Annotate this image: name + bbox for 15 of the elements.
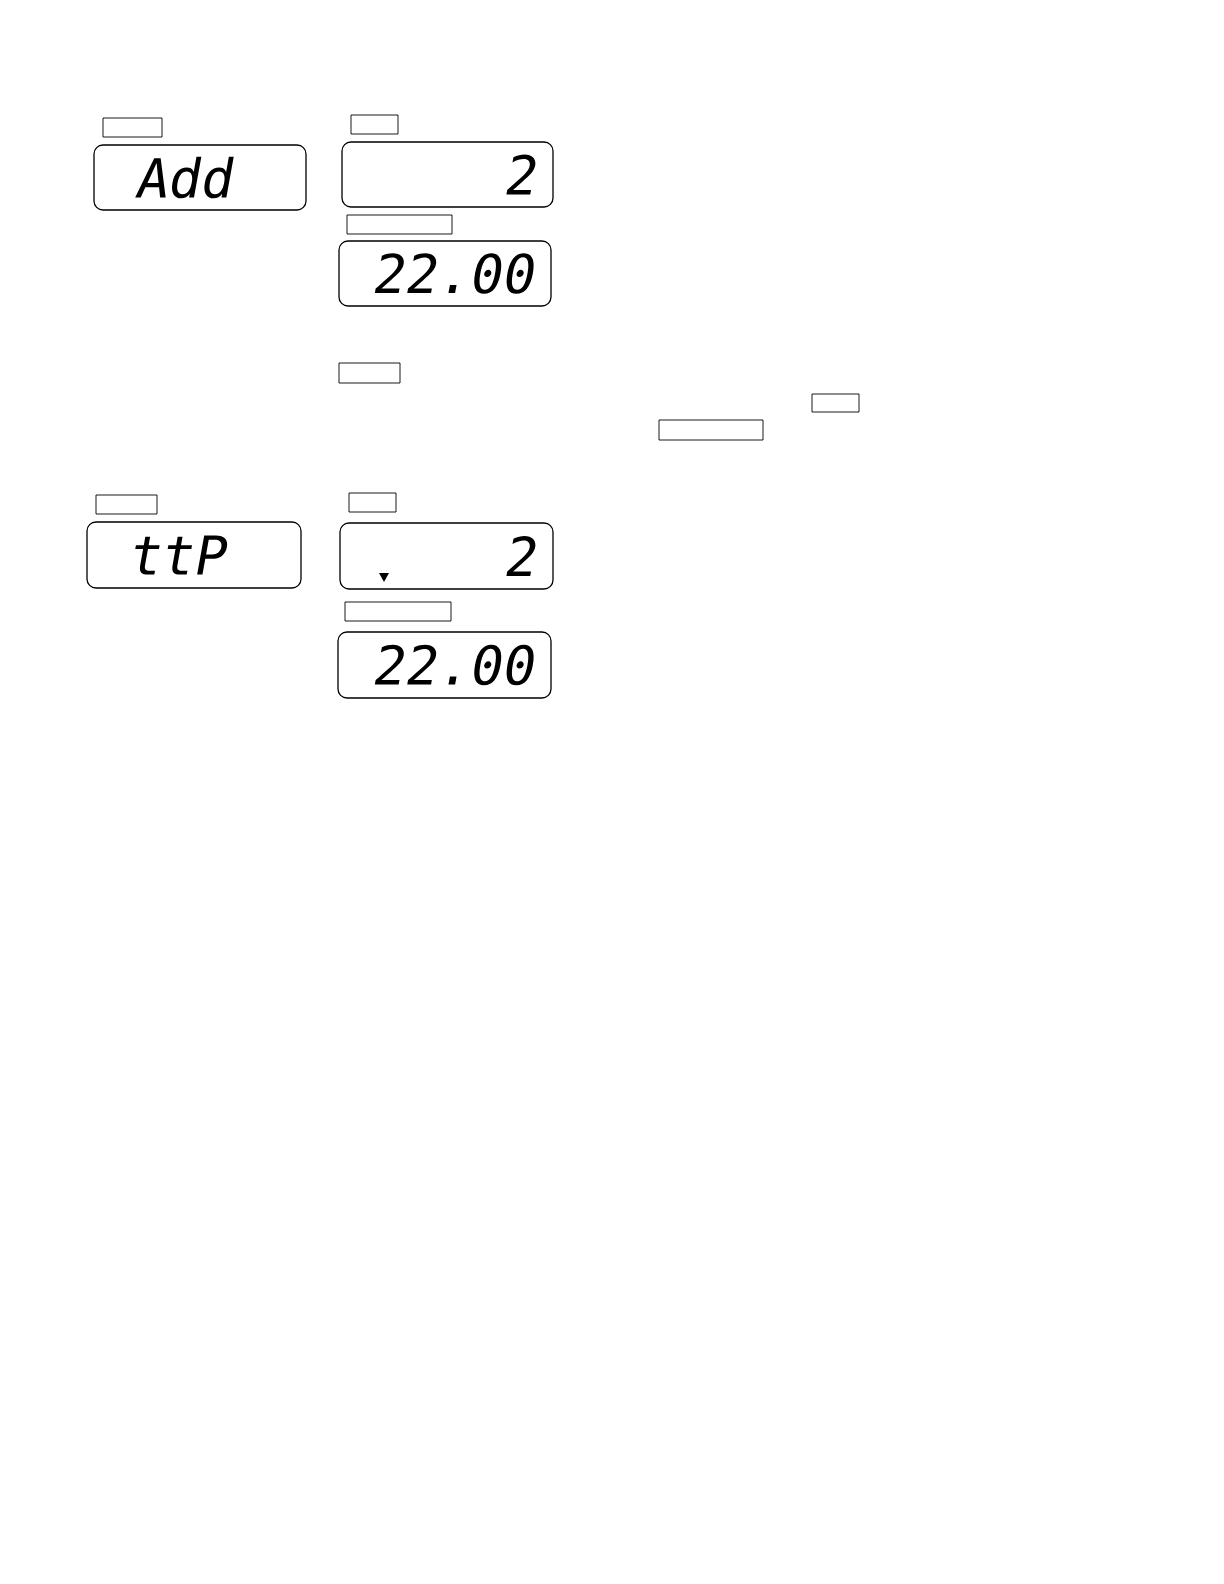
label-box xyxy=(102,117,163,138)
lcd-display: ttP xyxy=(86,521,302,589)
label-box xyxy=(346,214,453,235)
label-box xyxy=(350,114,399,135)
lcd-display: 2 xyxy=(341,141,554,208)
lcd-display: 2 xyxy=(339,522,554,590)
label-box xyxy=(658,419,764,441)
label-box xyxy=(95,494,158,515)
lcd-display: 22.00 xyxy=(337,631,552,699)
label-box xyxy=(348,492,397,513)
label-box xyxy=(811,393,860,413)
label-box xyxy=(338,362,401,384)
label-box xyxy=(344,601,452,622)
lcd-display: Add xyxy=(93,144,307,211)
lcd-display: 22.00 xyxy=(338,240,552,307)
